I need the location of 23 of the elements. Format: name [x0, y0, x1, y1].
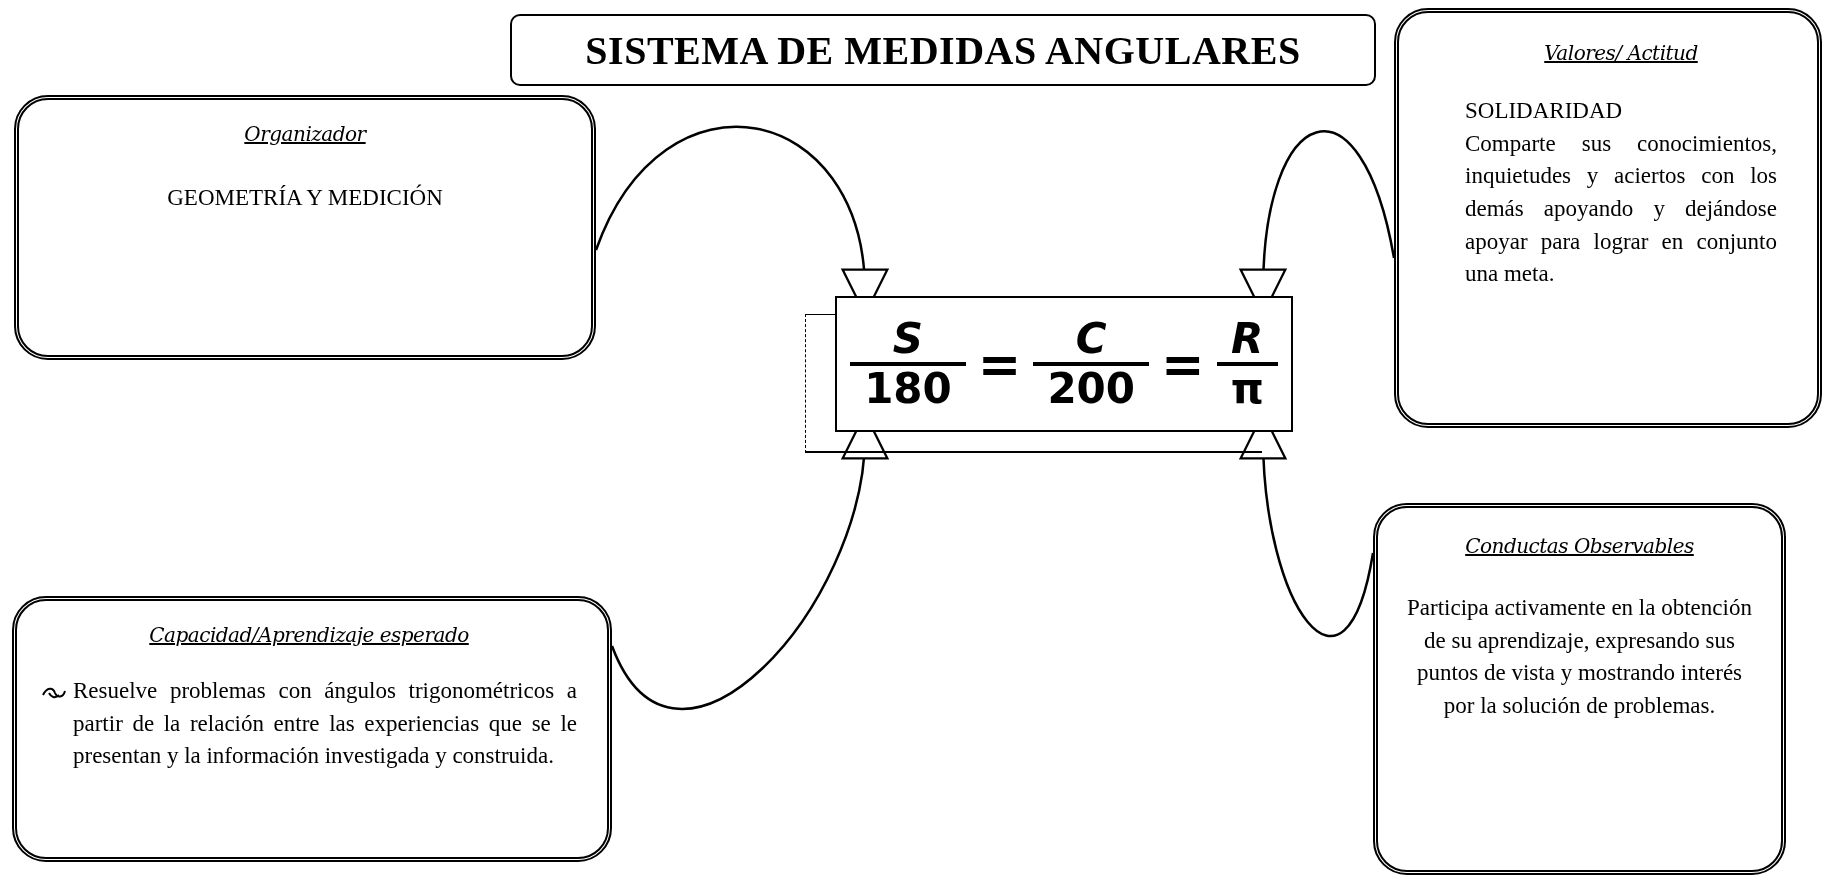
rounded-box [14, 95, 596, 360]
body-text: GEOMETRÍA Y MEDICIÓN [167, 183, 443, 212]
numerator: S [891, 315, 925, 362]
box-heading: Conductas Observables [1465, 534, 1694, 558]
rounded-box [12, 596, 612, 862]
body-text: Resuelve problemas con ángulos trigonométricos a partir de la relación entre las experiencias que se le presentan y la información investigada y construida. [73, 677, 577, 771]
title: SISTEMA DE MEDIDAS ANGULARES [585, 26, 1301, 74]
numerator: C [1074, 315, 1108, 362]
denominator: π [1229, 366, 1265, 413]
rounded-box [1394, 8, 1822, 428]
body-text: Participa activamente en la obtención de su aprendizaje, expresando sus puntos de vista y mostrando interés por la solución de problemas. [1406, 594, 1753, 720]
body-text: Comparte sus conocimientos, inquietudes y aciertos con los demás apoyando y dejándose apoyar para lograr en conjunto una meta. [1465, 129, 1777, 289]
box-heading: Capacidad/Aprendizaje esperado [149, 623, 469, 647]
denominator: 180 [863, 366, 953, 413]
box-heading: Organizador [244, 122, 366, 146]
rounded-box [1373, 503, 1786, 875]
body-text: SOLIDARIDAD [1465, 97, 1624, 125]
numerator: R [1230, 315, 1265, 362]
formula-box [835, 296, 1293, 432]
denominator: 200 [1046, 366, 1137, 413]
equals-sign: = [1161, 334, 1205, 394]
box-heading: Valores/ Actitud [1544, 41, 1698, 65]
equals-sign: = [977, 334, 1022, 394]
